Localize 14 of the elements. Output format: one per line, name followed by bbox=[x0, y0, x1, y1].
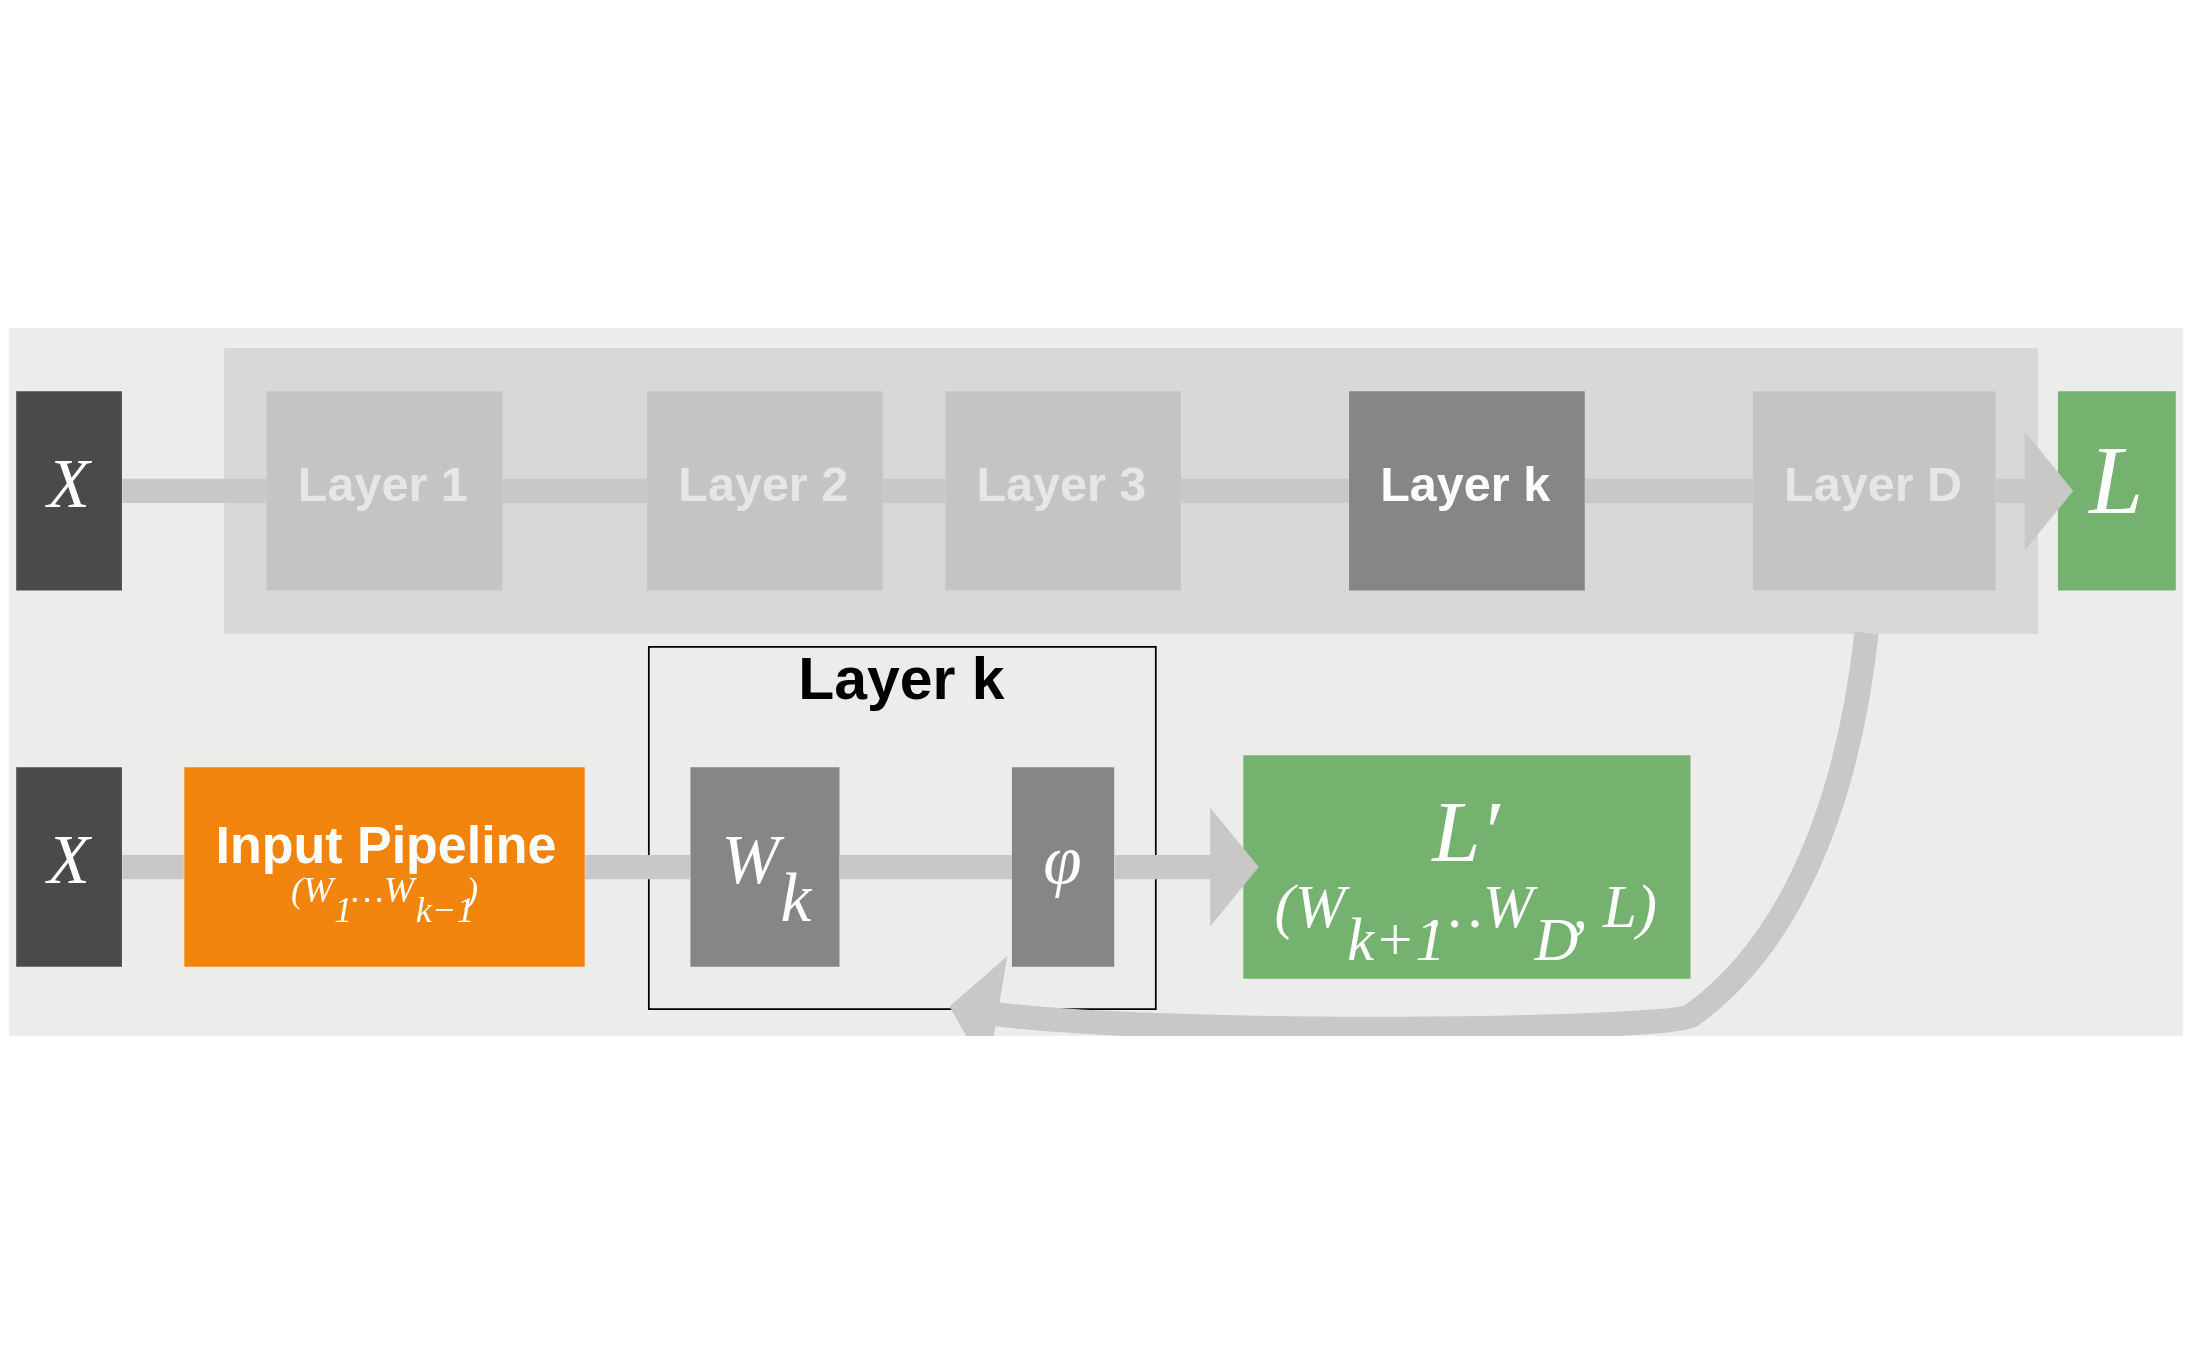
connector bbox=[585, 854, 691, 879]
node-box: X bbox=[16, 766, 122, 967]
node-box: φ bbox=[1011, 766, 1115, 967]
connector bbox=[839, 854, 1012, 879]
connector bbox=[122, 478, 267, 503]
node-box: Layer k bbox=[1349, 390, 1585, 591]
connector bbox=[1181, 478, 1349, 503]
arrow bbox=[1996, 430, 2074, 550]
arrow bbox=[1114, 807, 1259, 927]
node-box: L bbox=[2057, 390, 2176, 591]
arrow bbox=[949, 631, 1879, 1036]
node-box: X bbox=[16, 390, 122, 591]
connector bbox=[122, 854, 184, 879]
connector bbox=[1584, 478, 1753, 503]
